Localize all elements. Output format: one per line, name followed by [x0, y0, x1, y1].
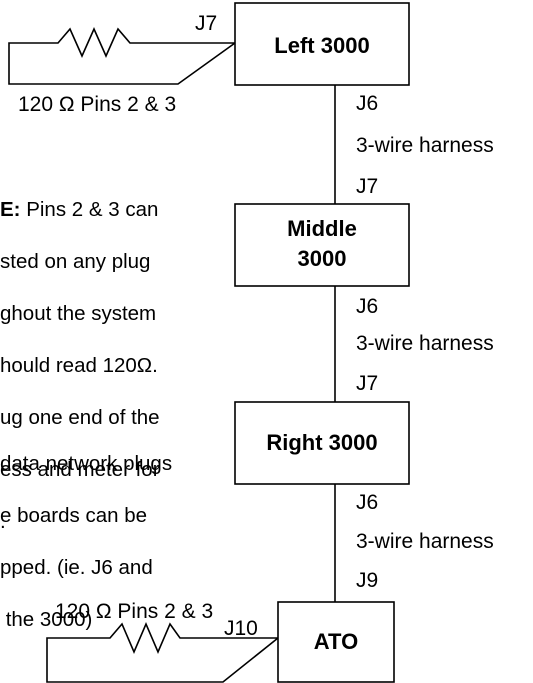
note-line-6: ess and meter for	[0, 458, 160, 481]
ato-box	[277, 601, 395, 683]
tip-paragraph: data network plugs e boards can be pped.…	[0, 425, 172, 659]
top-terminator-resistor	[8, 27, 236, 85]
right-j6-label: J6	[356, 491, 378, 514]
tip-line-1: data network plugs	[0, 452, 173, 475]
middle-j6-label: J6	[356, 295, 378, 318]
middle-3000-label-line2: 3000	[298, 246, 347, 271]
middle-j7-label: J7	[356, 175, 378, 198]
right-3000-box	[234, 401, 410, 485]
tip-line-3: pped. (ie. J6 and	[0, 556, 153, 579]
ato-j10-label: J10	[224, 617, 258, 640]
left-3000-label: Left 3000	[274, 33, 369, 58]
bottom-terminator-label: 120 Ω Pins 2 & 3	[55, 600, 213, 623]
harness-3-label: 3-wire harness	[356, 530, 494, 553]
tip-line-2: e boards can be	[0, 504, 148, 527]
right-3000-label: Right 3000	[266, 430, 377, 455]
left-j6-label: J6	[356, 92, 378, 115]
left-j7-label: J7	[195, 12, 217, 35]
right-j7-label: J7	[356, 372, 378, 395]
left-3000-box	[234, 2, 410, 86]
middle-3000-box	[234, 203, 410, 287]
harness-1-label: 3-wire harness	[356, 134, 494, 157]
note-line-2: sted on any plug	[0, 250, 151, 273]
note-paragraph: E: Pins 2 & 3 can sted on any plug ghout…	[0, 171, 160, 561]
ato-j9-label: J9	[356, 569, 378, 592]
note-line-3: ghout the system	[0, 302, 157, 325]
ato-label: ATO	[314, 629, 358, 654]
bottom-terminator-resistor	[46, 621, 279, 683]
note-line-5: ug one end of the	[0, 406, 160, 429]
middle-3000-label-line1: Middle	[287, 216, 357, 241]
note-heading: E:	[0, 198, 21, 221]
top-terminator-label: 120 Ω Pins 2 & 3	[18, 93, 176, 116]
harness-2-label: 3-wire harness	[356, 332, 494, 355]
note-line-7: .	[0, 510, 6, 533]
note-line-1: E: Pins 2 & 3 can	[0, 198, 159, 221]
note-line-4: hould read 120Ω.	[0, 354, 158, 377]
tip-line-4: the 3000)	[0, 608, 93, 631]
